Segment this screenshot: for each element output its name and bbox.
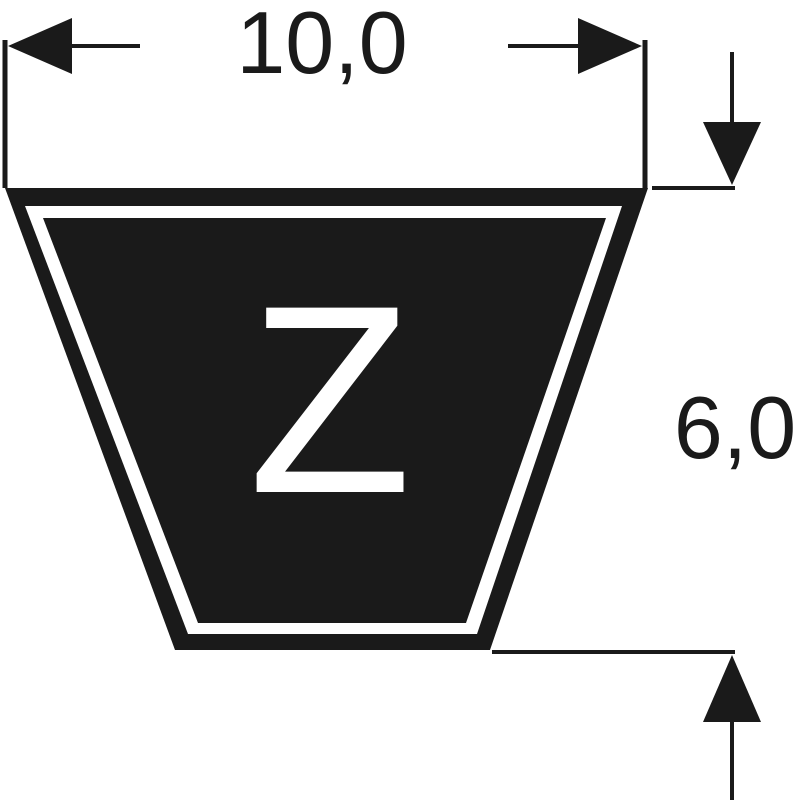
width-arrow-right: [578, 18, 642, 74]
height-arrow-top: [703, 122, 761, 185]
height-label: 6,0: [674, 378, 796, 477]
belt-inner-fill: [43, 218, 606, 623]
profile-label: Z: [248, 249, 412, 549]
width-arrow-left: [8, 18, 72, 74]
height-arrow-bottom: [703, 655, 761, 722]
width-label: 10,0: [236, 0, 407, 92]
